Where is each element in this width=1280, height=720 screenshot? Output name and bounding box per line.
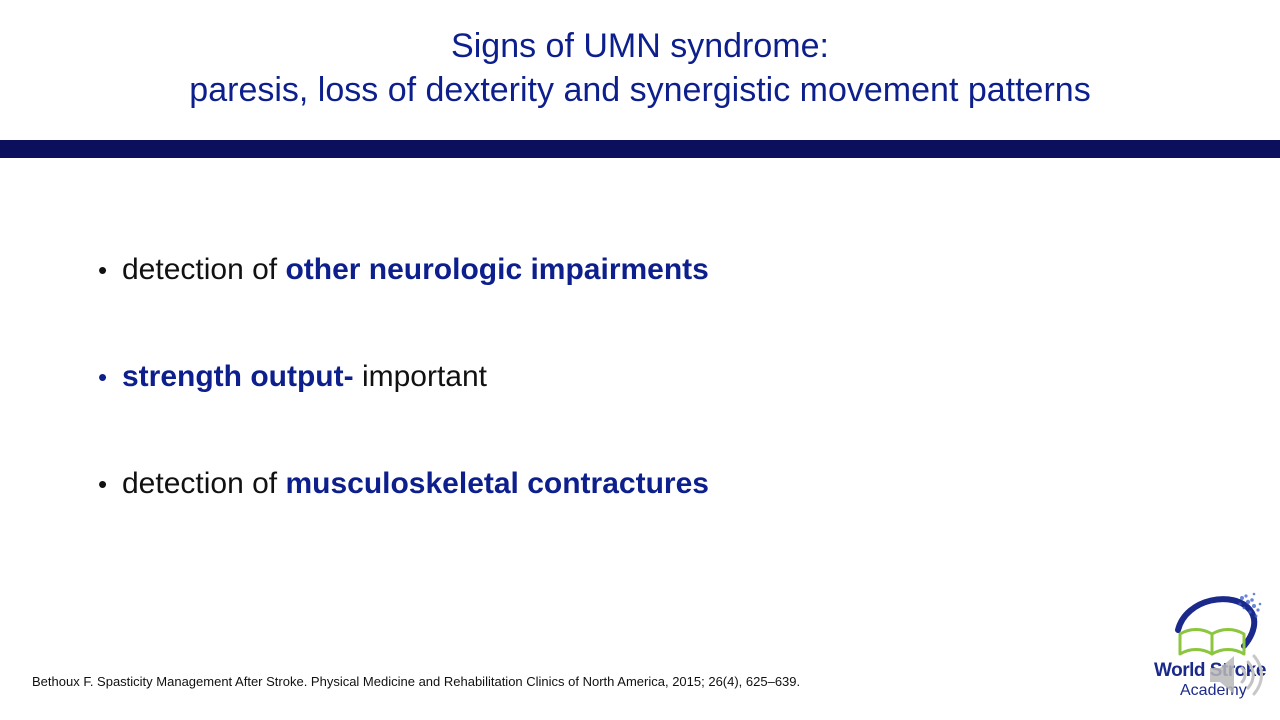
bullet-emphasis: musculoskeletal contractures — [285, 467, 709, 500]
bullet-item: • detection of other neurologic impairmen… — [98, 246, 709, 353]
bullet-list: • detection of other neurologic impairmen… — [98, 246, 709, 567]
bullet-dot: • — [98, 362, 108, 392]
slide-title: Signs of UMN syndrome: paresis, loss of … — [0, 24, 1280, 112]
bullet-emphasis: strength output- — [122, 360, 354, 393]
bullet-emphasis: other neurologic impairments — [285, 253, 709, 286]
speaker-icon[interactable] — [1204, 650, 1268, 700]
world-stroke-academy-logo — [1175, 592, 1262, 656]
bullet-item: • strength output- important — [98, 353, 709, 460]
bullet-item: • detection of musculoskeletal contractur… — [98, 460, 709, 567]
title-line-1: Signs of UMN syndrome: — [451, 27, 829, 65]
book-icon — [1178, 628, 1246, 656]
bullet-text: detection of — [122, 467, 286, 500]
bullet-dot: • — [98, 255, 108, 285]
title-line-2: paresis, loss of dexterity and synergist… — [189, 71, 1091, 109]
citation: Bethoux F. Spasticity Management After S… — [32, 674, 801, 689]
globe-icon — [1175, 596, 1258, 649]
bullet-trailing-text: important — [353, 360, 487, 393]
bullet-text: detection of — [122, 253, 286, 286]
title-divider — [0, 140, 1280, 158]
bullet-dot: • — [98, 469, 108, 499]
